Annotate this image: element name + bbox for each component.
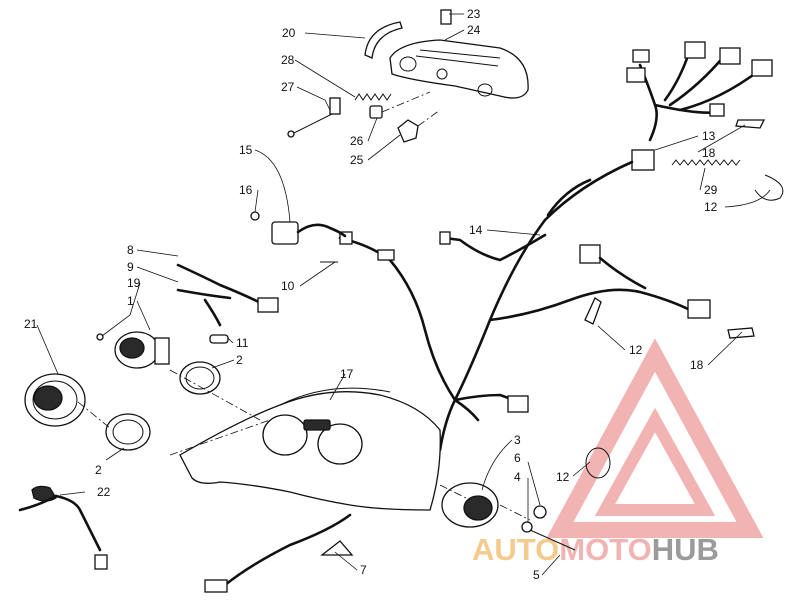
callout-29: 29 xyxy=(704,183,718,197)
fuel-gauge xyxy=(441,482,499,528)
callout-21: 21 xyxy=(24,317,38,331)
callout-12-lower: 12 xyxy=(556,470,570,484)
harness-spring xyxy=(671,159,741,166)
callout-19: 19 xyxy=(127,276,141,290)
speedometer xyxy=(24,373,86,427)
callout-9: 9 xyxy=(127,260,134,274)
retainer-clip xyxy=(440,9,452,25)
lock-washer xyxy=(533,505,547,519)
main-harness xyxy=(338,160,711,452)
adjust-spring xyxy=(354,93,392,101)
callout-18-lower: 18 xyxy=(690,358,704,372)
callout-2-lower: 2 xyxy=(95,463,102,477)
upper-harness xyxy=(626,41,773,171)
svg-text:AUTOMOTOHUB: AUTOMOTOHUB xyxy=(472,532,719,567)
callout-leaders xyxy=(36,13,771,576)
callout-18-top: 18 xyxy=(702,146,716,160)
gauge-pigtail xyxy=(18,485,108,570)
callout-14: 14 xyxy=(469,223,483,237)
hose-clamp-lower xyxy=(585,447,611,479)
callout-25: 25 xyxy=(350,153,364,167)
watermark-word-auto: AUTO xyxy=(472,532,559,567)
callout-20: 20 xyxy=(282,26,296,40)
lower-cable xyxy=(204,513,354,593)
callout-8: 8 xyxy=(127,243,134,257)
callout-13: 13 xyxy=(702,129,716,143)
hose-clamp-top xyxy=(754,174,784,201)
watermark-word-hub: HUB xyxy=(652,532,719,567)
mount-stud xyxy=(529,529,576,551)
callout-27: 27 xyxy=(281,80,295,94)
watermark-triangle-inner xyxy=(594,407,716,516)
switch-nut xyxy=(250,211,260,221)
callout-2-upper: 2 xyxy=(236,353,243,367)
washer xyxy=(521,521,533,533)
watermark-triangle xyxy=(546,338,764,538)
callout-11: 11 xyxy=(236,336,249,350)
gauge-harness-upper xyxy=(176,263,267,327)
callout-23: 23 xyxy=(467,7,481,21)
wire-clip-top xyxy=(735,119,766,129)
bulb-socket xyxy=(369,105,383,119)
callout-15: 15 xyxy=(239,143,253,157)
trim-strip xyxy=(364,21,403,59)
headlight-housing xyxy=(389,39,529,99)
callout-22: 22 xyxy=(97,485,111,499)
callout-1: 1 xyxy=(127,294,134,308)
bulb-11 xyxy=(209,334,229,344)
callout-10: 10 xyxy=(281,279,295,293)
callout-5: 5 xyxy=(533,568,540,582)
callout-6: 6 xyxy=(514,451,521,465)
callout-28: 28 xyxy=(281,53,295,67)
dash-panel xyxy=(179,387,441,511)
callout-16: 16 xyxy=(239,183,253,197)
bezel-ring-lower xyxy=(105,413,151,451)
dimmer-switch xyxy=(271,221,347,245)
callout-12-mid: 12 xyxy=(629,343,643,357)
callout-4: 4 xyxy=(514,470,521,484)
callout-17: 17 xyxy=(340,367,354,381)
tachometer xyxy=(114,331,170,369)
callout-26: 26 xyxy=(350,134,364,148)
callout-7: 7 xyxy=(360,563,367,577)
cable-clamp-mid xyxy=(584,297,602,325)
callout-24: 24 xyxy=(467,23,481,37)
callout-labels: 20 23 24 28 27 26 25 13 18 29 12 15 16 1… xyxy=(24,7,718,582)
callout-12-top: 12 xyxy=(704,200,718,214)
headlight-bulb xyxy=(397,119,419,143)
callout-3: 3 xyxy=(514,433,521,447)
